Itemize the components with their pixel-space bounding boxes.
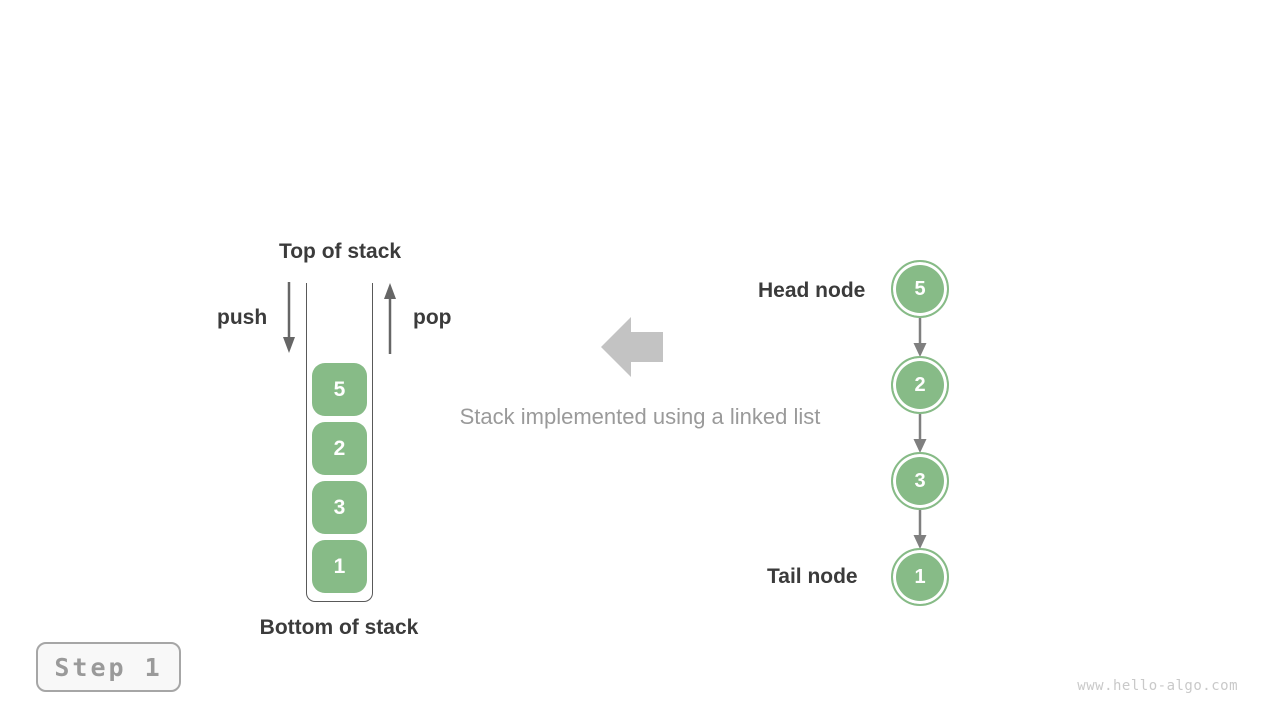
top-of-stack-label: Top of stack [278,240,402,263]
caption-text: Stack implemented using a linked list [459,404,821,429]
head-node-label: Head node [758,279,866,302]
stack-item: 1 [312,540,367,593]
tail-node-label: Tail node [767,565,858,588]
node-link-arrow-icon [913,414,927,453]
watermark: www.hello-algo.com [1077,678,1238,694]
stack-item: 5 [312,363,367,416]
push-arrow-icon [283,282,295,353]
step-badge: Step 1 [36,642,181,692]
list-node: 1 [891,548,949,606]
bottom-of-stack-label: Bottom of stack [259,616,419,639]
node-link-arrow-icon [913,510,927,549]
node-link-arrow-icon [913,318,927,357]
list-node: 2 [891,356,949,414]
list-node: 3 [891,452,949,510]
stack-item: 3 [312,481,367,534]
list-node: 5 [891,260,949,318]
pop-arrow-icon [384,283,396,354]
push-label: push [217,306,268,329]
left-block-arrow-icon [601,317,663,377]
pop-label: pop [413,306,452,329]
stack-item: 2 [312,422,367,475]
step-badge-label: Step 1 [54,652,163,682]
